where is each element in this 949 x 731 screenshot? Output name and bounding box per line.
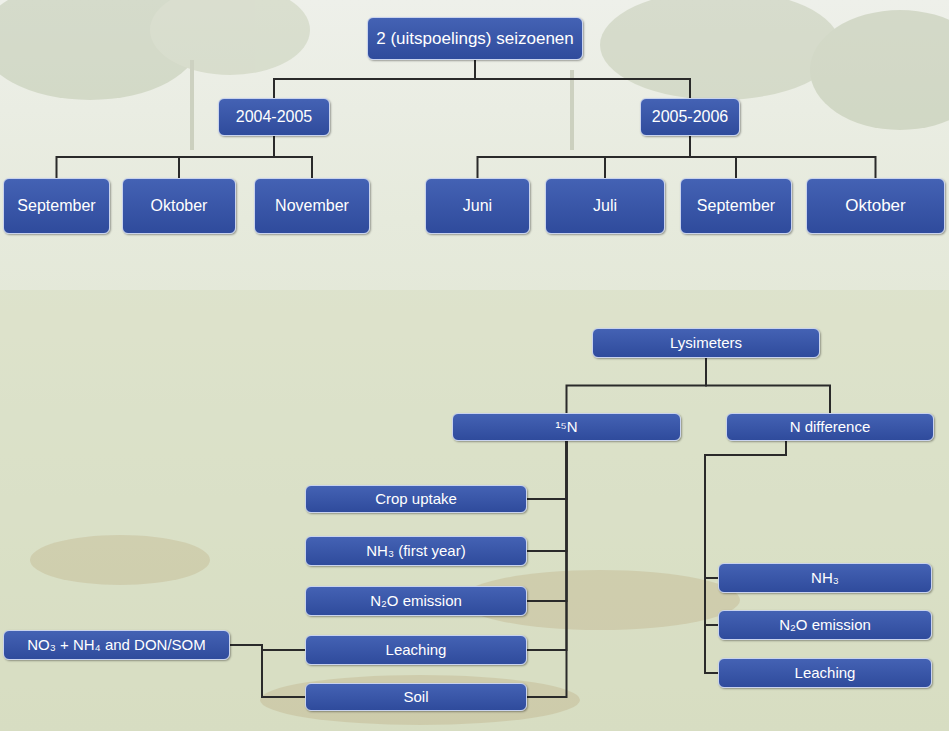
tree-connector [705,441,786,578]
box-label: Juni [463,197,492,215]
tree-connector [274,60,475,98]
box-label: NO₃ + NH₄ and DON/SOM [27,636,206,653]
process-box: NH₃ [718,563,932,593]
box-label: ¹⁵N [555,418,577,435]
process-box: N difference [726,413,934,441]
tree-connector [179,136,274,178]
box-label: Soil [403,688,428,705]
tree-connector [527,441,567,601]
tree-connector [705,441,786,625]
box-label: N₂O emission [370,592,462,609]
process-box: NH₃ (first year) [305,536,527,566]
box-label: N difference [790,418,871,435]
process-box: N₂O emission [305,586,527,616]
tree-connector [274,136,312,178]
box-label: November [275,197,349,215]
tree-connector [230,645,305,697]
process-box: Juni [425,178,530,234]
box-label: Juli [593,197,617,215]
box-label: September [17,197,95,215]
tree-connector [478,136,691,178]
process-box: November [254,178,370,234]
process-box: Oktober [806,178,945,234]
box-label: 2004-2005 [236,108,313,126]
box-label: Oktober [151,197,208,215]
tree-connector [605,136,690,178]
box-label: NH₃ (first year) [366,542,465,559]
process-box: September [680,178,792,234]
process-box: Lysimeters [592,328,820,358]
box-label: Leaching [795,664,856,681]
tree-connector [706,358,830,413]
process-box: ¹⁵N [452,413,681,441]
process-box: Leaching [718,658,932,688]
process-box: Oktober [122,178,236,234]
box-label: Lysimeters [670,334,742,351]
tree-connector [567,358,707,413]
tree-connector [527,441,567,499]
process-box: 2 (uitspoelings) seizoenen [367,17,583,60]
tree-connector [57,136,275,178]
process-box: Crop uptake [305,485,527,513]
process-box: NO₃ + NH₄ and DON/SOM [3,630,230,660]
box-label: NH₃ [811,569,839,586]
process-box: 2004-2005 [218,98,330,136]
tree-connector [527,441,567,650]
process-box: Juli [545,178,665,234]
box-label: 2005-2006 [652,108,729,126]
process-box: September [3,178,110,234]
process-box: Leaching [305,635,527,665]
tree-connector [527,441,567,697]
process-box: N₂O emission [718,610,932,640]
grass [0,290,949,731]
tree-connector [690,136,876,178]
process-box: 2005-2006 [640,98,740,136]
box-label: Leaching [386,641,447,658]
trees [0,0,949,150]
box-label: 2 (uitspoelings) seizoenen [376,29,574,49]
box-label: September [697,197,775,215]
box-label: Oktober [845,196,905,216]
box-label: N₂O emission [779,616,871,633]
process-box: Soil [305,683,527,711]
tree-connector [527,441,567,551]
tree-connector [475,60,690,98]
box-label: Crop uptake [375,490,457,507]
